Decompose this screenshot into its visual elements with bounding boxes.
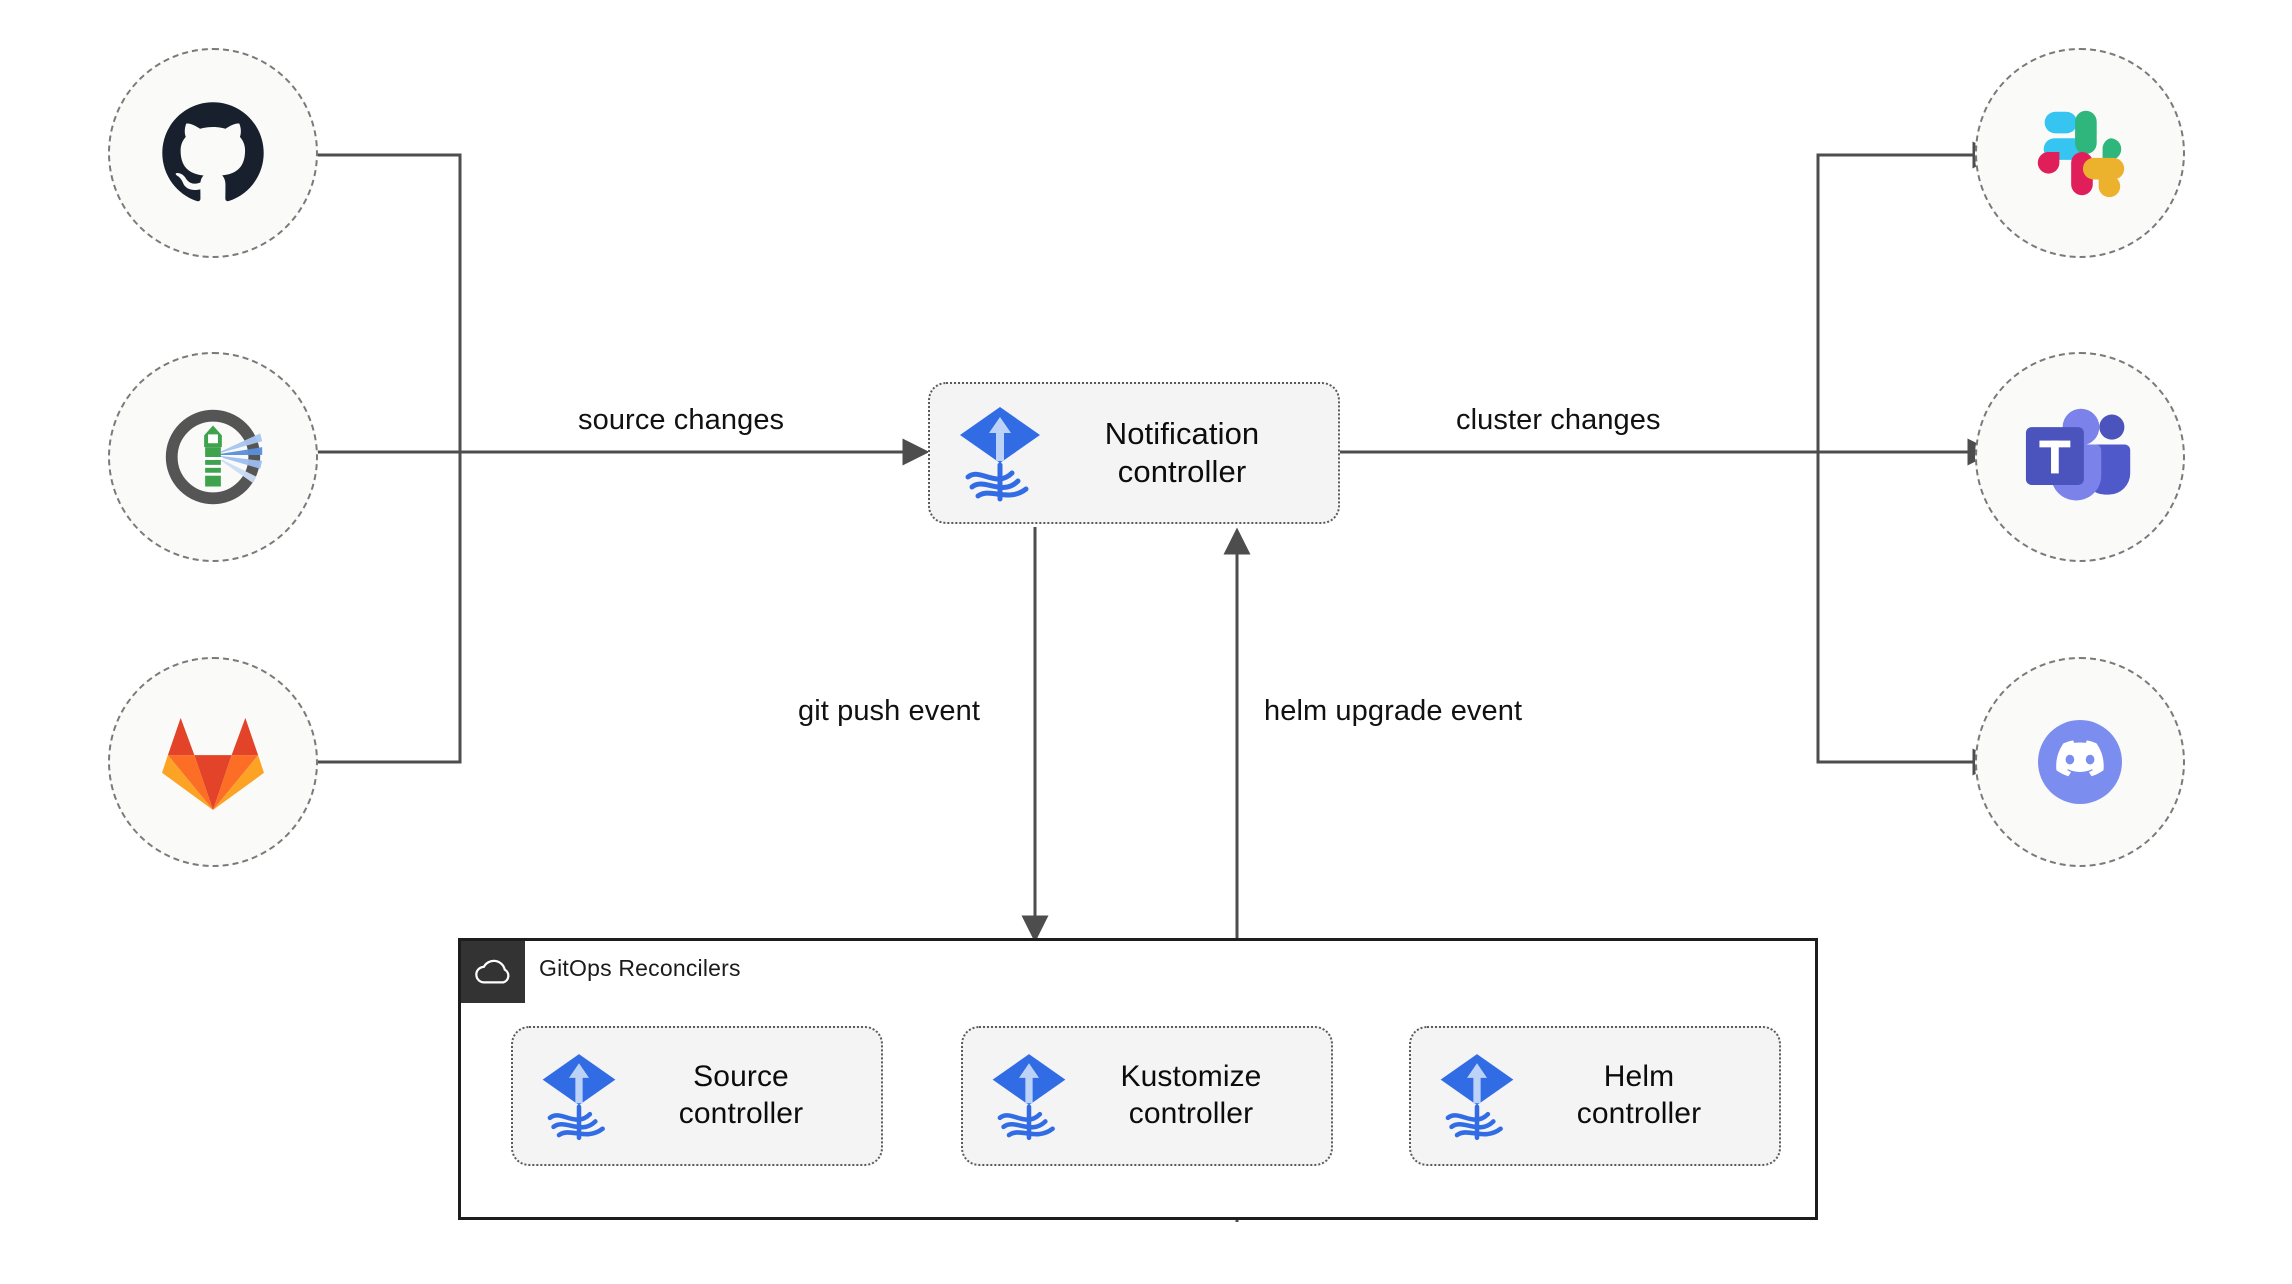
source-node-gitlab[interactable] xyxy=(108,657,318,867)
flux-logo-icon xyxy=(960,407,1040,502)
notification-line-1: Notification xyxy=(1104,416,1260,452)
cloud-icon xyxy=(475,959,510,984)
gitops-reconcilers-container[interactable]: GitOps Reconcilers Source controller xyxy=(458,938,1818,1220)
source-controller-line-1: Source xyxy=(693,1060,789,1094)
edge-label-cluster-changes: cluster changes xyxy=(1456,404,1661,436)
kustomize-controller-line-1: Kustomize xyxy=(1120,1060,1262,1094)
kustomize-controller-box[interactable]: Kustomize controller xyxy=(961,1026,1333,1166)
gitlab-logo-icon xyxy=(162,717,264,811)
helm-controller-label: Helm controller xyxy=(1517,1059,1779,1132)
source-node-helm[interactable] xyxy=(108,352,318,562)
notification-controller-label: Notification controller xyxy=(1044,415,1338,491)
source-controller-box[interactable]: Source controller xyxy=(511,1026,883,1166)
edge-label-helm-upgrade-event: helm upgrade event xyxy=(1264,695,1523,727)
gitops-tab xyxy=(461,941,525,1003)
gitops-reconcilers-title: GitOps Reconcilers xyxy=(539,955,741,981)
edge-label-source-changes: source changes xyxy=(578,404,785,436)
github-logo-icon xyxy=(162,102,264,202)
helm-controller-line-1: Helm xyxy=(1603,1060,1675,1094)
slack-logo-icon xyxy=(2037,110,2125,198)
source-controller-line-2: controller xyxy=(678,1097,804,1130)
flux-logo-icon xyxy=(1440,1054,1514,1141)
discord-logo-icon xyxy=(2038,720,2122,804)
helm-logo-icon xyxy=(165,409,263,505)
teams-logo-icon xyxy=(2025,408,2131,501)
helm-controller-line-2: controller xyxy=(1576,1097,1702,1130)
flux-logo-icon xyxy=(542,1054,616,1141)
flux-logo-icon xyxy=(992,1054,1066,1141)
kustomize-controller-line-2: controller xyxy=(1128,1097,1254,1130)
source-node-github[interactable] xyxy=(108,48,318,258)
source-controller-label: Source controller xyxy=(619,1059,881,1132)
notification-controller-box[interactable]: Notification controller xyxy=(928,382,1340,524)
target-bus-wires xyxy=(1816,141,2000,776)
target-node-slack[interactable] xyxy=(1975,48,2185,258)
kustomize-controller-label: Kustomize controller xyxy=(1069,1059,1331,1132)
edge-label-git-push-event: git push event xyxy=(798,695,980,727)
helm-controller-box[interactable]: Helm controller xyxy=(1409,1026,1781,1166)
notification-line-2: controller xyxy=(1117,454,1247,489)
target-node-discord[interactable] xyxy=(1975,657,2185,867)
target-node-teams[interactable] xyxy=(1975,352,2185,562)
